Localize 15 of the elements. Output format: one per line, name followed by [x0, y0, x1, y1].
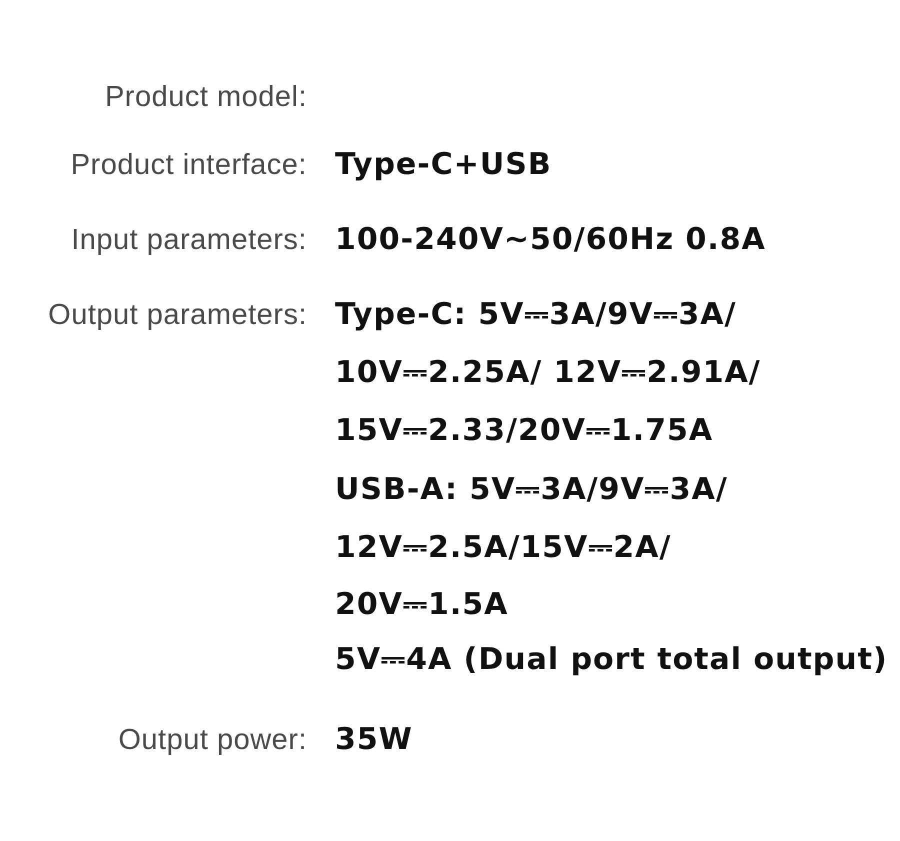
spec-label: Product interface: — [70, 148, 307, 183]
spec-value: 35W — [335, 722, 413, 758]
spec-value: 12V⎓2.5A/15V⎓2A/ — [335, 530, 672, 566]
spec-label: Output power: — [118, 723, 307, 758]
spec-value: 100-240V~50/60Hz 0.8A — [335, 222, 766, 258]
spec-value: 15V⎓2.33/20V⎓1.75A — [335, 413, 714, 449]
spec-value: Type-C: 5V⎓3A/9V⎓3A/ — [335, 297, 736, 333]
spec-label: Output parameters: — [48, 298, 307, 333]
spec-value: Type-C+USB — [335, 147, 552, 183]
spec-label: Input parameters: — [71, 223, 307, 258]
spec-value: 20V⎓1.5A — [335, 587, 508, 623]
spec-value: USB-A: 5V⎓3A/9V⎓3A/ — [335, 472, 728, 508]
spec-label: Product model: — [104, 80, 307, 115]
spec-value: 5V⎓4A (Dual port total output) — [335, 642, 888, 678]
spec-value: 10V⎓2.25A/ 12V⎓2.91A/ — [335, 355, 761, 391]
